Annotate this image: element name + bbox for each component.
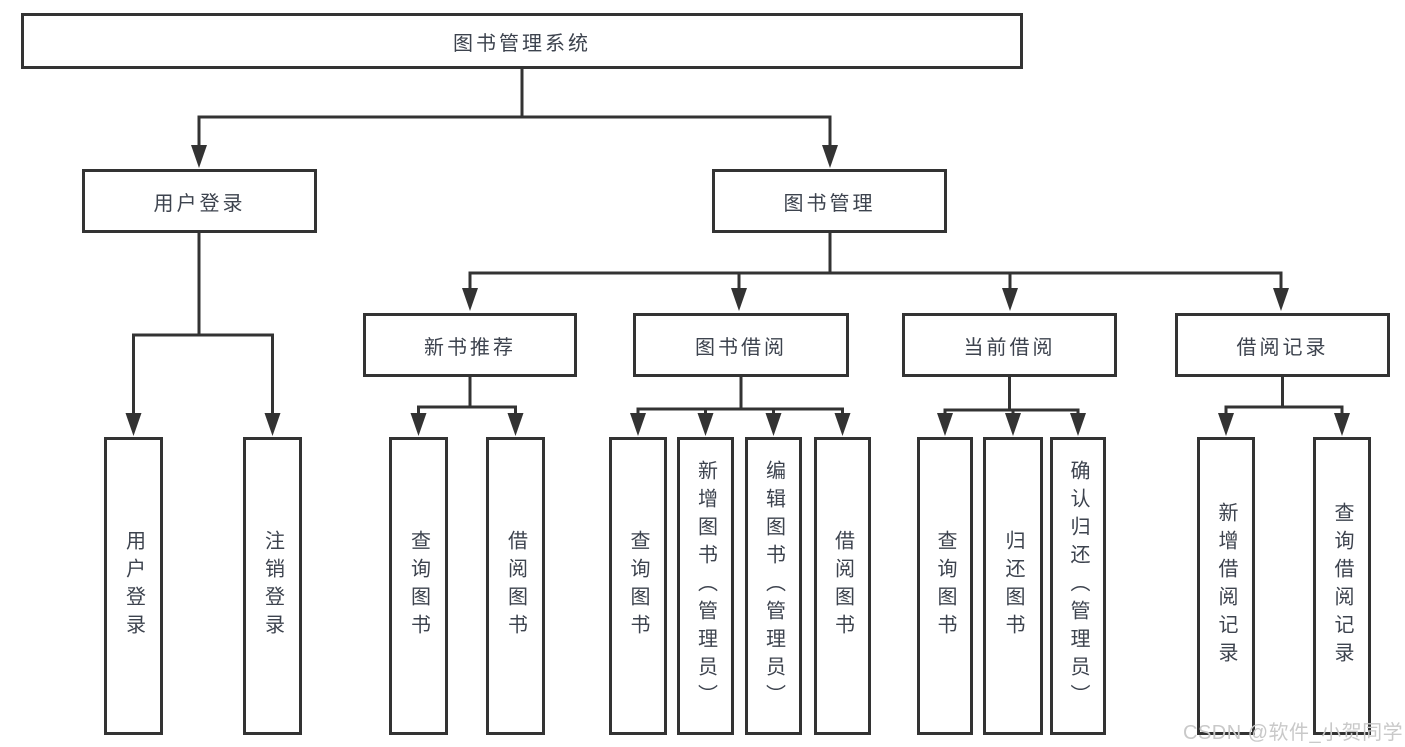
leaf-user-login: 用户登录 — [104, 437, 163, 735]
leaf-user-login-label: 用户登录 — [122, 530, 145, 642]
node-borrow-records-label: 借阅记录 — [1236, 336, 1329, 359]
leaf-records-add-record: 新增借阅记录 — [1197, 437, 1255, 735]
leaf-borrow-borrow-book-label: 借阅图书 — [831, 530, 854, 642]
leaf-current-confirm-return-admin-label: 确认归还（管理员） — [1067, 460, 1089, 712]
leaf-logout: 注销登录 — [243, 437, 302, 735]
node-root: 图书管理系统 — [21, 13, 1023, 69]
leaf-records-search-record: 查询借阅记录 — [1313, 437, 1371, 735]
leaf-borrow-search-book-label: 查询图书 — [627, 530, 649, 642]
node-user-login: 用户登录 — [82, 169, 317, 233]
leaf-current-return-book-label: 归还图书 — [1002, 530, 1024, 642]
leaf-borrow-borrow-book: 借阅图书 — [814, 437, 871, 735]
node-current-borrow-label: 当前借阅 — [963, 336, 1056, 359]
leaf-current-return-book: 归还图书 — [983, 437, 1043, 735]
leaf-records-search-record-label: 查询借阅记录 — [1331, 502, 1353, 670]
leaf-logout-label: 注销登录 — [261, 530, 284, 642]
arrowheads — [125, 145, 1350, 436]
leaf-records-add-record-label: 新增借阅记录 — [1215, 502, 1237, 670]
leaf-current-search-book-label: 查询图书 — [934, 530, 956, 642]
node-root-label: 图书管理系统 — [453, 32, 591, 55]
node-book-borrow: 图书借阅 — [633, 313, 849, 377]
leaf-borrow-add-book-admin-label: 新增图书（管理员） — [694, 460, 717, 712]
leaf-newrec-search-book-label: 查询图书 — [407, 530, 430, 642]
leaf-newrec-borrow-book-label: 借阅图书 — [504, 530, 527, 642]
node-new-book-recommend: 新书推荐 — [363, 313, 577, 377]
leaf-borrow-search-book: 查询图书 — [609, 437, 667, 735]
node-current-borrow: 当前借阅 — [902, 313, 1117, 377]
node-new-book-recommend-label: 新书推荐 — [424, 336, 516, 359]
node-book-borrow-label: 图书借阅 — [695, 336, 787, 359]
leaf-borrow-edit-book-admin: 编辑图书（管理员） — [745, 437, 802, 735]
leaf-current-search-book: 查询图书 — [917, 437, 973, 735]
leaf-borrow-add-book-admin: 新增图书（管理员） — [677, 437, 734, 735]
node-book-management-label: 图书管理 — [783, 192, 876, 215]
node-user-login-label: 用户登录 — [153, 192, 246, 215]
node-book-management: 图书管理 — [712, 169, 947, 233]
node-borrow-records: 借阅记录 — [1175, 313, 1390, 377]
leaf-newrec-search-book: 查询图书 — [389, 437, 448, 735]
watermark: CSDN @软件_小贺同学 — [1183, 722, 1404, 744]
leaf-borrow-edit-book-admin-label: 编辑图书（管理员） — [762, 460, 785, 712]
leaf-current-confirm-return-admin: 确认归还（管理员） — [1050, 437, 1106, 735]
leaf-newrec-borrow-book: 借阅图书 — [486, 437, 545, 735]
